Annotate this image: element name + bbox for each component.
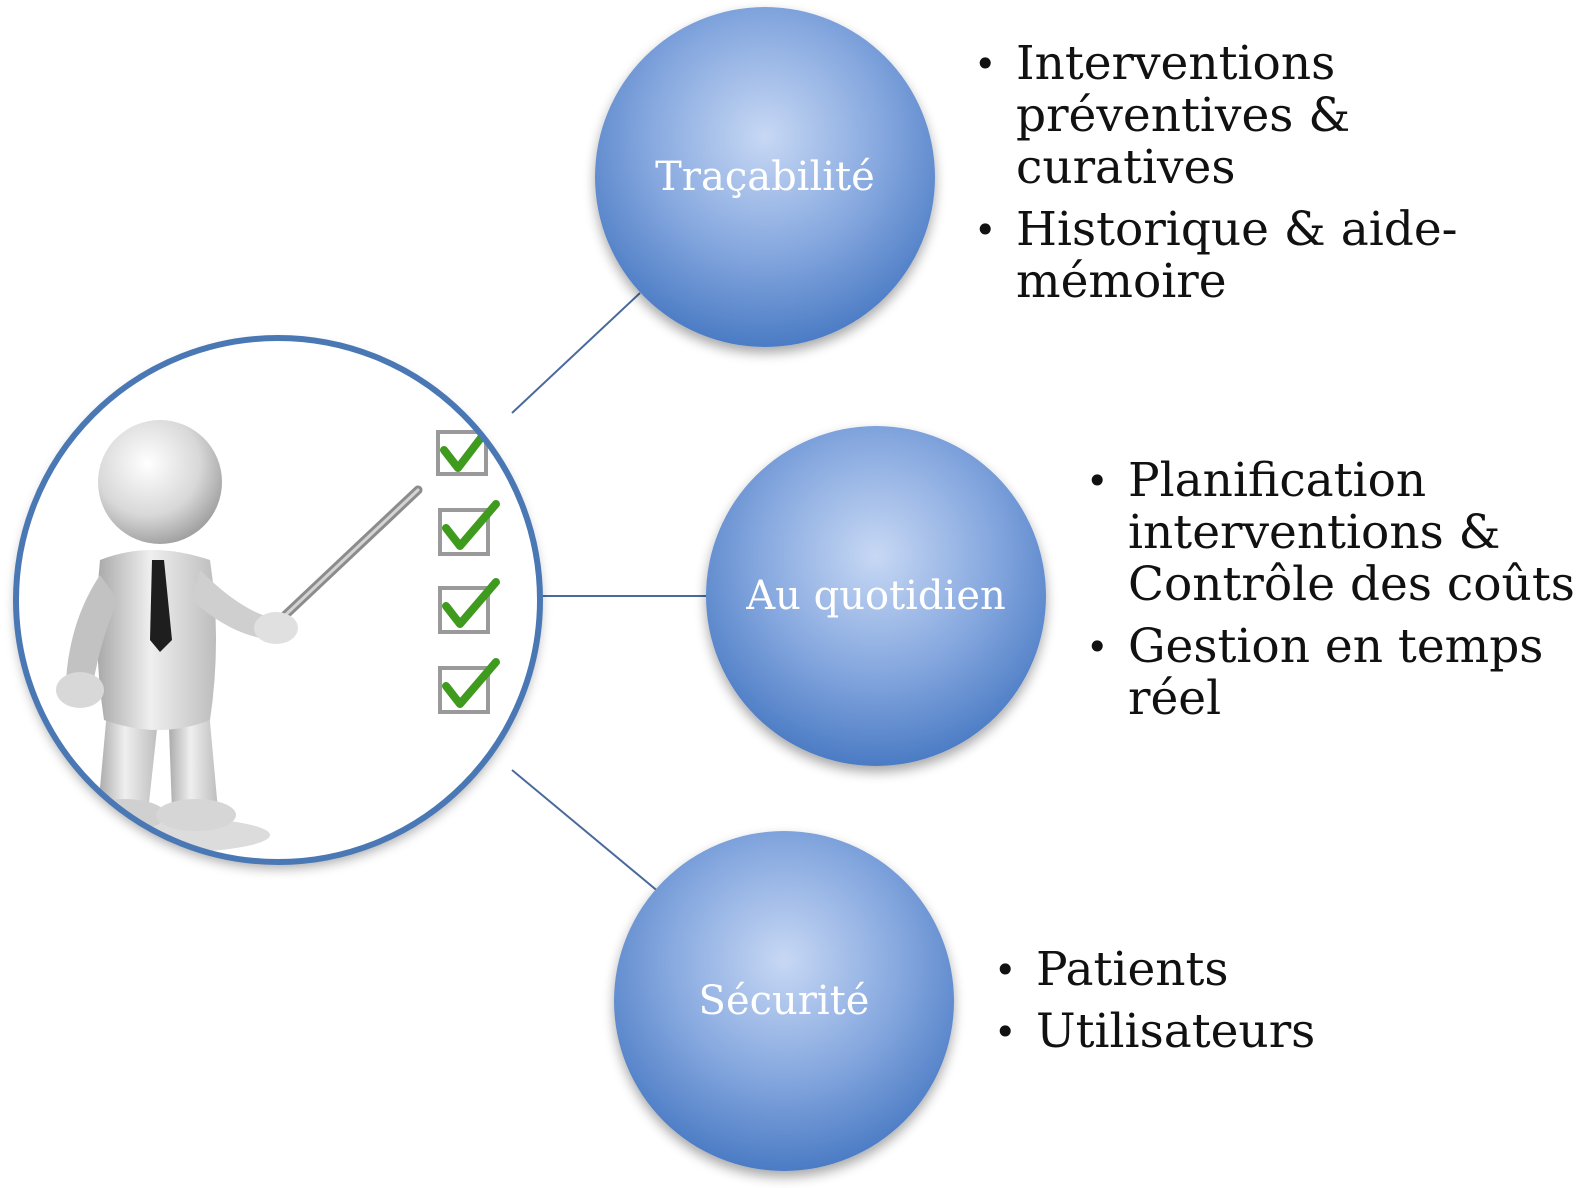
connector-tracabilite [511, 292, 641, 414]
connector-securite [511, 769, 661, 894]
bullet-item: Interventions préventives & curatives [968, 38, 1468, 194]
bullet-item: Historique & aide-mémoire [968, 204, 1468, 308]
checkbox-icon [436, 422, 494, 476]
bullet-item: Planification interventions & Contrôle d… [1080, 455, 1580, 611]
node-label-au-quotidien: Au quotidien [746, 573, 1006, 619]
node-label-tracabilite: Traçabilité [655, 154, 875, 200]
checkbox-icon [438, 658, 500, 714]
checkbox-icon [438, 500, 500, 556]
node-label-securite: Sécurité [698, 978, 870, 1024]
bubble-tracabilite [595, 7, 935, 347]
bullet-list-au-quotidien: Planification interventions & Contrôle d… [1080, 455, 1580, 735]
bubble-au-quotidien [706, 426, 1046, 766]
checkbox-icon [438, 578, 500, 634]
bubble-securite [614, 831, 954, 1171]
bullet-item: Patients [988, 944, 1488, 997]
bullet-list-securite: Patients Utilisateurs [988, 944, 1488, 1068]
bullet-item: Gestion en temps réel [1080, 621, 1580, 725]
bullet-item: Utilisateurs [988, 1006, 1488, 1059]
bullet-list-tracabilite: Interventions préventives & curatives Hi… [968, 38, 1468, 318]
presenter-with-checklist-icon [13, 335, 543, 865]
